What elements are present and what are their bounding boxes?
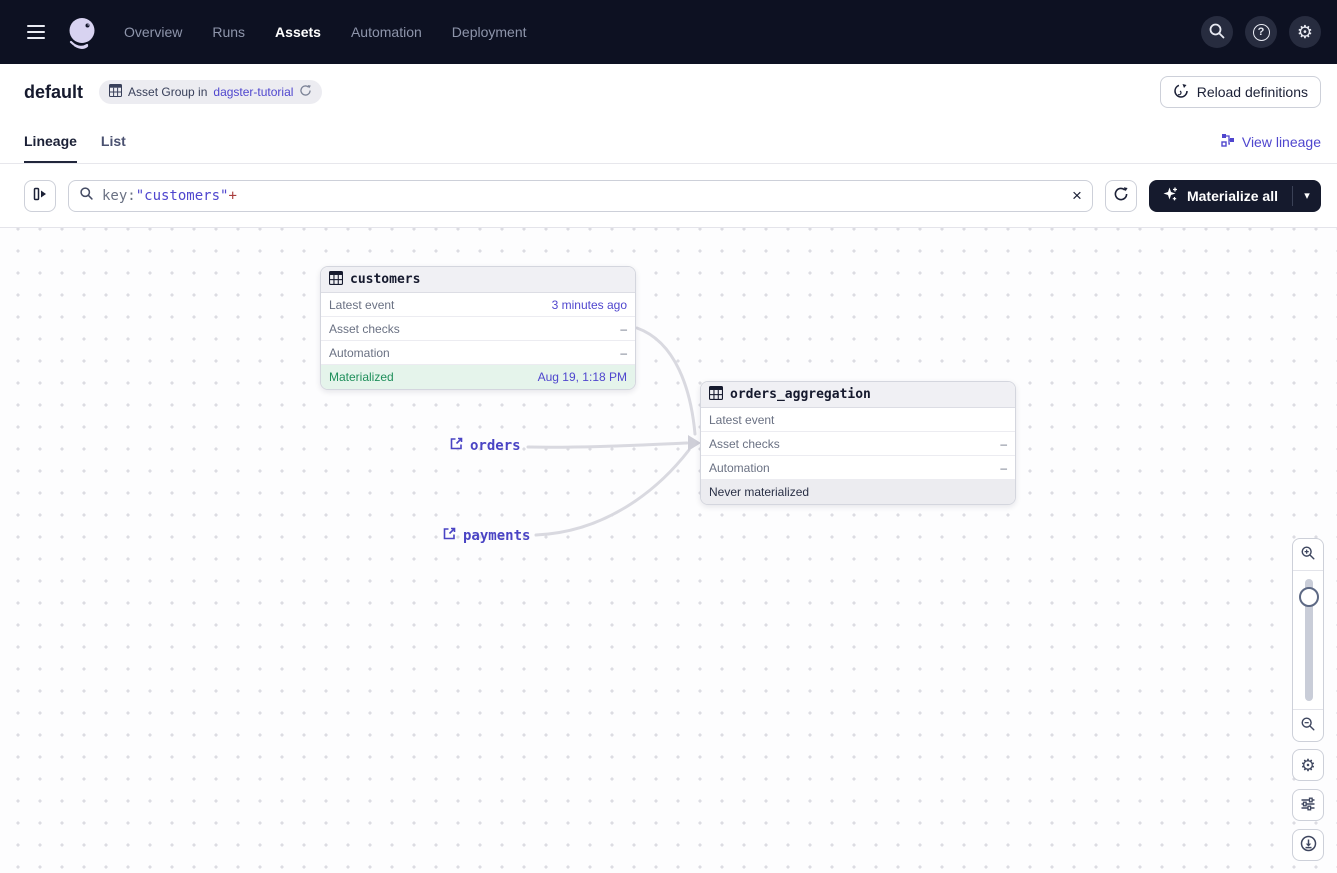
table-grid-icon bbox=[329, 270, 343, 289]
external-asset-label: payments bbox=[463, 527, 531, 544]
reload-definitions-label: Reload definitions bbox=[1196, 84, 1308, 100]
materialize-dropdown-button[interactable]: ▾ bbox=[1293, 180, 1321, 212]
zoom-slider-track[interactable] bbox=[1305, 579, 1313, 701]
materialize-all-button[interactable]: Materialize all bbox=[1149, 180, 1292, 212]
asset-node-orders-aggregation[interactable]: orders_aggregation Latest event Asset ch… bbox=[700, 381, 1016, 505]
search-button[interactable] bbox=[1201, 16, 1233, 48]
asset-node-customers[interactable]: customers Latest event 3 minutes ago Ass… bbox=[320, 266, 636, 390]
row-value: – bbox=[1000, 460, 1007, 475]
view-lineage-label: View lineage bbox=[1241, 133, 1321, 150]
help-button[interactable]: ? bbox=[1245, 16, 1277, 48]
row-label: Latest event bbox=[709, 412, 775, 427]
refresh-icon bbox=[1113, 186, 1129, 205]
tab-list[interactable]: List bbox=[100, 132, 126, 149]
refresh-graph-button[interactable] bbox=[1104, 179, 1137, 212]
asset-group-badge: Asset Group in dagster-tutorial bbox=[99, 80, 323, 104]
table-grid-icon bbox=[709, 385, 723, 404]
materialize-all-label: Materialize all bbox=[1186, 187, 1278, 204]
lineage-edges bbox=[526, 326, 701, 537]
status-row-materialized: Materialized Aug 19, 1:18 PM bbox=[321, 365, 635, 389]
status-row-never-materialized: Never materialized bbox=[701, 480, 1015, 504]
search-icon bbox=[1208, 22, 1226, 43]
dagster-logo[interactable] bbox=[62, 12, 102, 52]
asset-name: orders_aggregation bbox=[730, 387, 871, 402]
asset-filter-input[interactable]: key:"customers"+ × bbox=[68, 179, 1093, 212]
table-grid-icon bbox=[109, 84, 123, 100]
refresh-icon[interactable] bbox=[299, 84, 312, 100]
page-header: default Asset Group in dagster-tutorial … bbox=[0, 64, 1337, 120]
row-label: Automation bbox=[709, 460, 770, 475]
asset-node-header[interactable]: orders_aggregation bbox=[701, 382, 1015, 408]
main-nav-links: Overview Runs Assets Automation Deployme… bbox=[124, 24, 527, 40]
lineage-graph-icon bbox=[1221, 133, 1236, 151]
external-asset-orders[interactable]: orders bbox=[449, 436, 521, 455]
clear-filter-button[interactable]: × bbox=[1072, 186, 1082, 205]
graph-settings-button[interactable]: ⚙ bbox=[1292, 749, 1324, 781]
zoom-in-icon bbox=[1300, 545, 1316, 564]
node-row-automation: Automation – bbox=[321, 341, 635, 365]
tune-sliders-icon bbox=[1300, 796, 1316, 815]
chevron-down-icon: ▾ bbox=[1304, 190, 1310, 202]
panel-expand-icon bbox=[32, 186, 48, 205]
gear-icon: ⚙ bbox=[1300, 755, 1316, 775]
open-in-new-icon bbox=[449, 436, 464, 455]
node-row-latest-event: Latest event bbox=[701, 408, 1015, 432]
zoom-controls bbox=[1292, 538, 1324, 742]
row-value: – bbox=[620, 345, 627, 360]
status-timestamp[interactable]: Aug 19, 1:18 PM bbox=[537, 370, 627, 384]
search-icon bbox=[79, 186, 94, 206]
row-value: – bbox=[620, 321, 627, 336]
nav-item-automation[interactable]: Automation bbox=[350, 24, 422, 40]
tab-lineage[interactable]: Lineage bbox=[24, 120, 77, 163]
zoom-in-button[interactable] bbox=[1293, 539, 1323, 571]
arrow-down-circle-icon bbox=[1300, 835, 1317, 855]
graph-filters-button[interactable] bbox=[1292, 789, 1324, 821]
top-nav: Overview Runs Assets Automation Deployme… bbox=[0, 0, 1337, 64]
materialize-split-button: Materialize all ▾ bbox=[1148, 179, 1321, 212]
zoom-slider[interactable] bbox=[1293, 571, 1323, 709]
filter-query-text: key:"customers"+ bbox=[102, 187, 237, 204]
settings-button[interactable]: ⚙ bbox=[1289, 16, 1321, 48]
sparkle-icon bbox=[1163, 186, 1179, 205]
row-label: Asset checks bbox=[329, 321, 400, 336]
page-title: default bbox=[24, 81, 84, 102]
nav-item-runs[interactable]: Runs bbox=[212, 24, 246, 40]
zoom-out-button[interactable] bbox=[1293, 709, 1323, 741]
node-row-asset-checks: Asset checks – bbox=[701, 432, 1015, 456]
lineage-canvas[interactable]: customers Latest event 3 minutes ago Ass… bbox=[0, 228, 1337, 873]
reload-icon bbox=[1173, 83, 1189, 102]
button-divider bbox=[1292, 185, 1293, 206]
external-asset-payments[interactable]: payments bbox=[442, 526, 530, 545]
reload-definitions-button[interactable]: Reload definitions bbox=[1159, 76, 1321, 108]
code-location-link[interactable]: dagster-tutorial bbox=[213, 85, 294, 99]
graph-toolbar: key:"customers"+ × Materialize all ▾ bbox=[0, 164, 1337, 228]
download-view-button[interactable] bbox=[1292, 829, 1324, 861]
question-mark-icon: ? bbox=[1252, 23, 1270, 41]
external-asset-label: orders bbox=[470, 437, 521, 454]
hamburger-menu-icon[interactable] bbox=[16, 12, 56, 52]
asset-node-header[interactable]: customers bbox=[321, 267, 635, 293]
gear-icon: ⚙ bbox=[1296, 22, 1314, 42]
status-label: Never materialized bbox=[709, 485, 810, 499]
node-row-automation: Automation – bbox=[701, 456, 1015, 480]
row-label: Asset checks bbox=[709, 436, 780, 451]
badge-prefix-label: Asset Group in bbox=[128, 85, 208, 99]
row-label: Automation bbox=[329, 345, 390, 360]
tabs-row: Lineage List View lineage bbox=[0, 120, 1337, 164]
zoom-out-icon bbox=[1300, 716, 1316, 735]
status-label: Materialized bbox=[329, 370, 394, 384]
node-row-latest-event: Latest event 3 minutes ago bbox=[321, 293, 635, 317]
toggle-sidebar-button[interactable] bbox=[24, 179, 56, 212]
row-value[interactable]: 3 minutes ago bbox=[551, 297, 627, 312]
row-value: – bbox=[1000, 436, 1007, 451]
asset-name: customers bbox=[350, 272, 421, 287]
open-in-new-icon bbox=[442, 526, 457, 545]
nav-item-deployment[interactable]: Deployment bbox=[451, 24, 527, 40]
node-row-asset-checks: Asset checks – bbox=[321, 317, 635, 341]
row-label: Latest event bbox=[329, 297, 395, 312]
zoom-slider-handle[interactable] bbox=[1299, 587, 1319, 607]
nav-item-overview[interactable]: Overview bbox=[124, 24, 183, 40]
nav-item-assets[interactable]: Assets bbox=[275, 24, 321, 40]
view-lineage-link[interactable]: View lineage bbox=[1221, 120, 1321, 163]
